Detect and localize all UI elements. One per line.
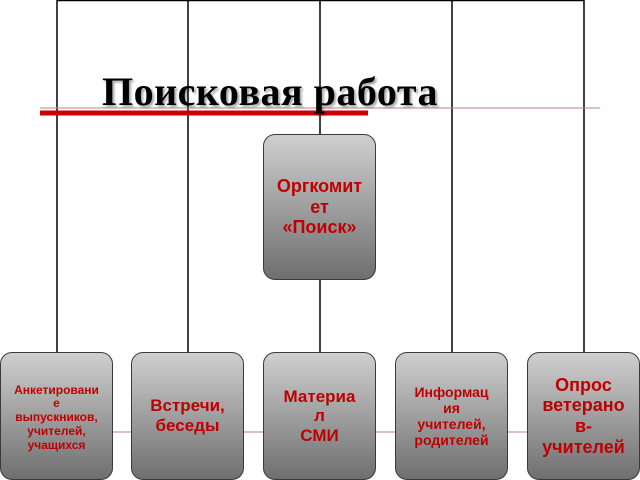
center-box-orgcommittee: Оргкомит ет «Поиск» — [263, 134, 376, 280]
box-survey-label: Анкетировани е выпускников, учителей, уч… — [14, 382, 99, 452]
box-meetings: Встречи, беседы — [131, 352, 244, 480]
center-box-label: Оргкомит ет «Поиск» — [276, 175, 363, 238]
box-survey: Анкетировани е выпускников, учителей, уч… — [0, 352, 113, 480]
box-veterans: Опрос ветерано в- учителей — [527, 352, 640, 480]
box-media: Материа л СМИ — [263, 352, 376, 480]
box-meetings-label: Встречи, беседы — [150, 396, 225, 435]
page-title: Поисковая работа — [102, 69, 439, 114]
box-info: Информац ия учителей, родителей — [395, 352, 508, 480]
box-veterans-label: Опрос ветерано в- учителей — [542, 374, 625, 457]
box-info-label: Информац ия учителей, родителей — [414, 383, 489, 449]
box-media-label: Материа л СМИ — [283, 386, 356, 445]
